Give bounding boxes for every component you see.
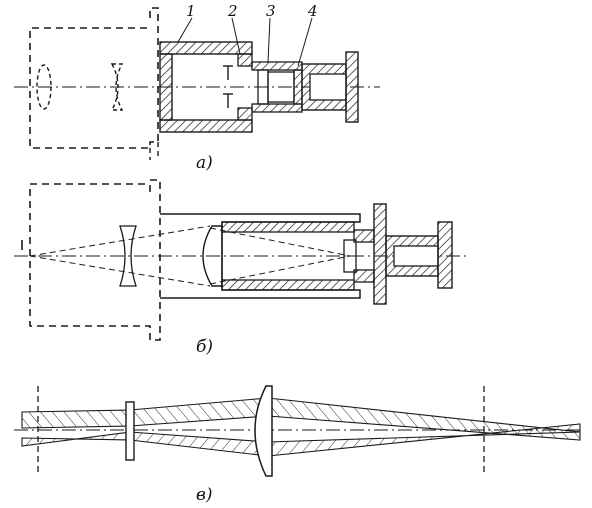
sleeve-2-bottom [237,107,253,121]
lens-a2 [110,63,124,111]
label-subfigure-b: б) [196,337,213,357]
negative-lens-b [119,225,137,287]
instrument-outline-a [29,7,159,149]
sleeve-2-top [237,53,253,67]
leader-3 [267,17,271,63]
label-subfigure-v: в) [196,485,213,505]
lens-a1 [36,64,52,110]
leader-1 [177,17,193,43]
tube-3-bottom [251,103,303,113]
leader-4 [297,17,313,67]
leader-2 [231,17,241,55]
subfigure-a [14,7,380,160]
callout-1: 1 [186,2,196,20]
inner-tube-bottom [221,279,355,291]
lens-v [254,385,273,477]
tube-1-top [159,41,253,55]
subfigure-v [14,385,584,477]
label-subfigure-a: а) [196,153,213,173]
subfigure-b [14,179,470,341]
inner-tube-top [221,221,355,233]
tube-3-top [251,61,303,71]
instrument-outline-b [29,179,161,341]
flange-b [373,203,387,305]
tube-1-bottom [159,119,253,133]
callout-2: 2 [227,2,238,20]
beam-upper [21,397,581,441]
plate-v [125,401,135,461]
callout-3: 3 [266,2,276,20]
positive-lens-b [202,225,223,287]
callout-4: 4 [307,2,318,20]
